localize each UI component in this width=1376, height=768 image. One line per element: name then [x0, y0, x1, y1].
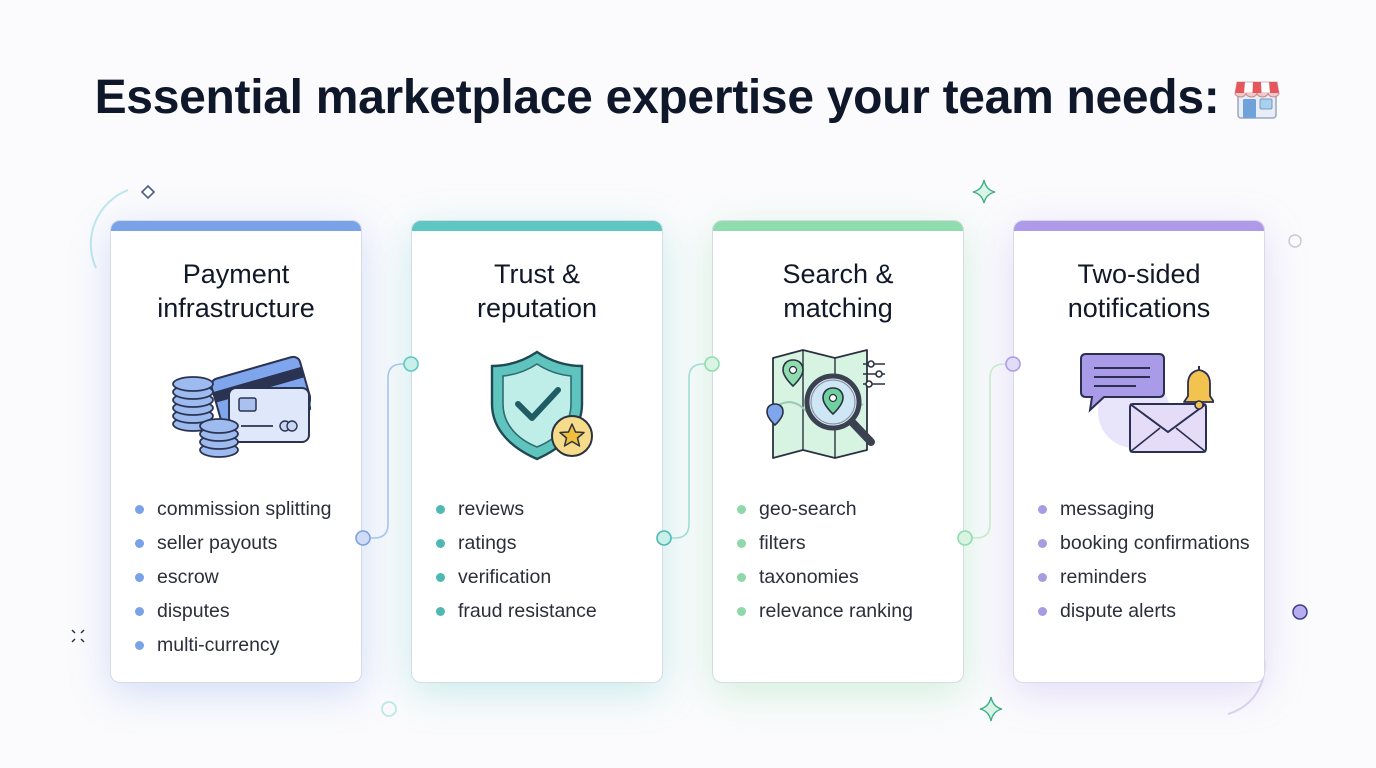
bullet-dot — [1038, 505, 1047, 514]
map-magnifier-icon — [766, 349, 885, 459]
list-item-label: fraud resistance — [458, 600, 597, 622]
list-item-label: seller payouts — [157, 532, 278, 554]
list-item: fraud resistance — [436, 599, 597, 633]
list-item: escrow — [135, 565, 331, 599]
card-trust-reputation: Trust & reputation reviews ratings verif… — [411, 220, 663, 683]
list-item-label: escrow — [157, 566, 219, 588]
dot-decoration — [1292, 604, 1308, 620]
card-title-line: Payment — [182, 259, 290, 289]
list-item-label: disputes — [157, 600, 230, 622]
card-title-line: infrastructure — [157, 293, 315, 323]
list-item: verification — [436, 565, 597, 599]
bullet-dot — [1038, 573, 1047, 582]
card-search-matching: Search & matching geo-search filters tax… — [712, 220, 964, 683]
bullet-dot — [1038, 539, 1047, 548]
shield-check-star-icon — [490, 350, 593, 461]
feature-list: reviews ratings verification fraud resis… — [436, 497, 597, 633]
list-item: taxonomies — [737, 565, 913, 599]
card-title-line: matching — [783, 293, 893, 323]
list-item: geo-search — [737, 497, 913, 531]
list-item-label: dispute alerts — [1060, 600, 1176, 622]
list-item-label: relevance ranking — [759, 600, 913, 622]
bullet-dot — [737, 505, 746, 514]
list-item-label: reviews — [458, 498, 525, 520]
list-item-label: multi-currency — [157, 634, 280, 656]
credit-card-coins-icon — [172, 355, 311, 458]
card-accent-bar — [412, 221, 662, 231]
connector-line — [965, 363, 1013, 539]
list-item-label: taxonomies — [759, 566, 859, 588]
card-accent-bar — [111, 221, 361, 231]
bullet-dot — [135, 505, 144, 514]
sparkle-icon — [979, 696, 1003, 722]
burst-icon — [71, 629, 85, 643]
bullet-dot — [135, 573, 144, 582]
feature-list: messaging booking confirmations reminder… — [1038, 497, 1250, 633]
list-item-label: reminders — [1060, 566, 1147, 588]
list-item: reminders — [1038, 565, 1250, 599]
card-title-line: reputation — [476, 293, 598, 323]
card-title: Search & matching — [713, 257, 963, 325]
list-item: multi-currency — [135, 633, 331, 667]
list-item-label: filters — [759, 532, 806, 554]
bullet-dot — [436, 539, 445, 548]
card-title: Trust & reputation — [412, 257, 662, 325]
card-title-line: Two-sided — [1077, 259, 1201, 289]
list-item: reviews — [436, 497, 597, 531]
bullet-dot — [1038, 607, 1047, 616]
ring-decoration — [381, 701, 397, 717]
ring-decoration — [1288, 234, 1302, 248]
bullet-dot — [135, 539, 144, 548]
bullet-dot — [737, 607, 746, 616]
list-item: commission splitting — [135, 497, 331, 531]
list-item-label: verification — [458, 566, 552, 588]
feature-list: commission splitting seller payouts escr… — [135, 497, 331, 667]
list-item: ratings — [436, 531, 597, 565]
sparkle-icon — [972, 179, 996, 204]
bullet-dot — [135, 641, 144, 650]
title-text: Essential marketplace expertise your tea… — [94, 71, 1220, 124]
bullet-dot — [737, 573, 746, 582]
feature-list: geo-search filters taxonomies relevance … — [737, 497, 913, 633]
bullet-dot — [737, 539, 746, 548]
bullet-dot — [135, 607, 144, 616]
store-icon — [1234, 81, 1281, 119]
list-item: disputes — [135, 599, 331, 633]
card-payment-infrastructure: Payment infrastructure commission splitt… — [110, 220, 362, 683]
card-two-sided-notifications: Two-sided notifications messaging bookin… — [1013, 220, 1265, 683]
diamond-icon — [140, 184, 156, 200]
chat-envelope-bell-icon — [1080, 353, 1214, 453]
bullet-dot — [436, 505, 445, 514]
card-accent-bar — [713, 221, 963, 231]
card-title-line: notifications — [1067, 293, 1211, 323]
card-title-line: Trust & — [493, 259, 580, 289]
list-item-label: ratings — [458, 532, 517, 554]
list-item: messaging — [1038, 497, 1250, 531]
list-item: relevance ranking — [737, 599, 913, 633]
list-item-label: commission splitting — [157, 498, 332, 520]
connector-line — [363, 363, 411, 539]
list-item: filters — [737, 531, 913, 565]
card-title: Two-sided notifications — [1014, 257, 1264, 325]
bullet-dot — [436, 607, 445, 616]
card-title-line: Search & — [782, 259, 894, 289]
list-item: seller payouts — [135, 531, 331, 565]
list-item-label: geo-search — [759, 498, 857, 520]
connector-line — [664, 363, 712, 539]
card-title: Payment infrastructure — [111, 257, 361, 325]
list-item-label: booking confirmations — [1060, 532, 1250, 554]
card-accent-bar — [1014, 221, 1264, 231]
page-title: Essential marketplace expertise your tea… — [0, 70, 1376, 125]
list-item: booking confirmations — [1038, 531, 1250, 565]
list-item: dispute alerts — [1038, 599, 1250, 633]
list-item-label: messaging — [1060, 498, 1155, 520]
bullet-dot — [436, 573, 445, 582]
